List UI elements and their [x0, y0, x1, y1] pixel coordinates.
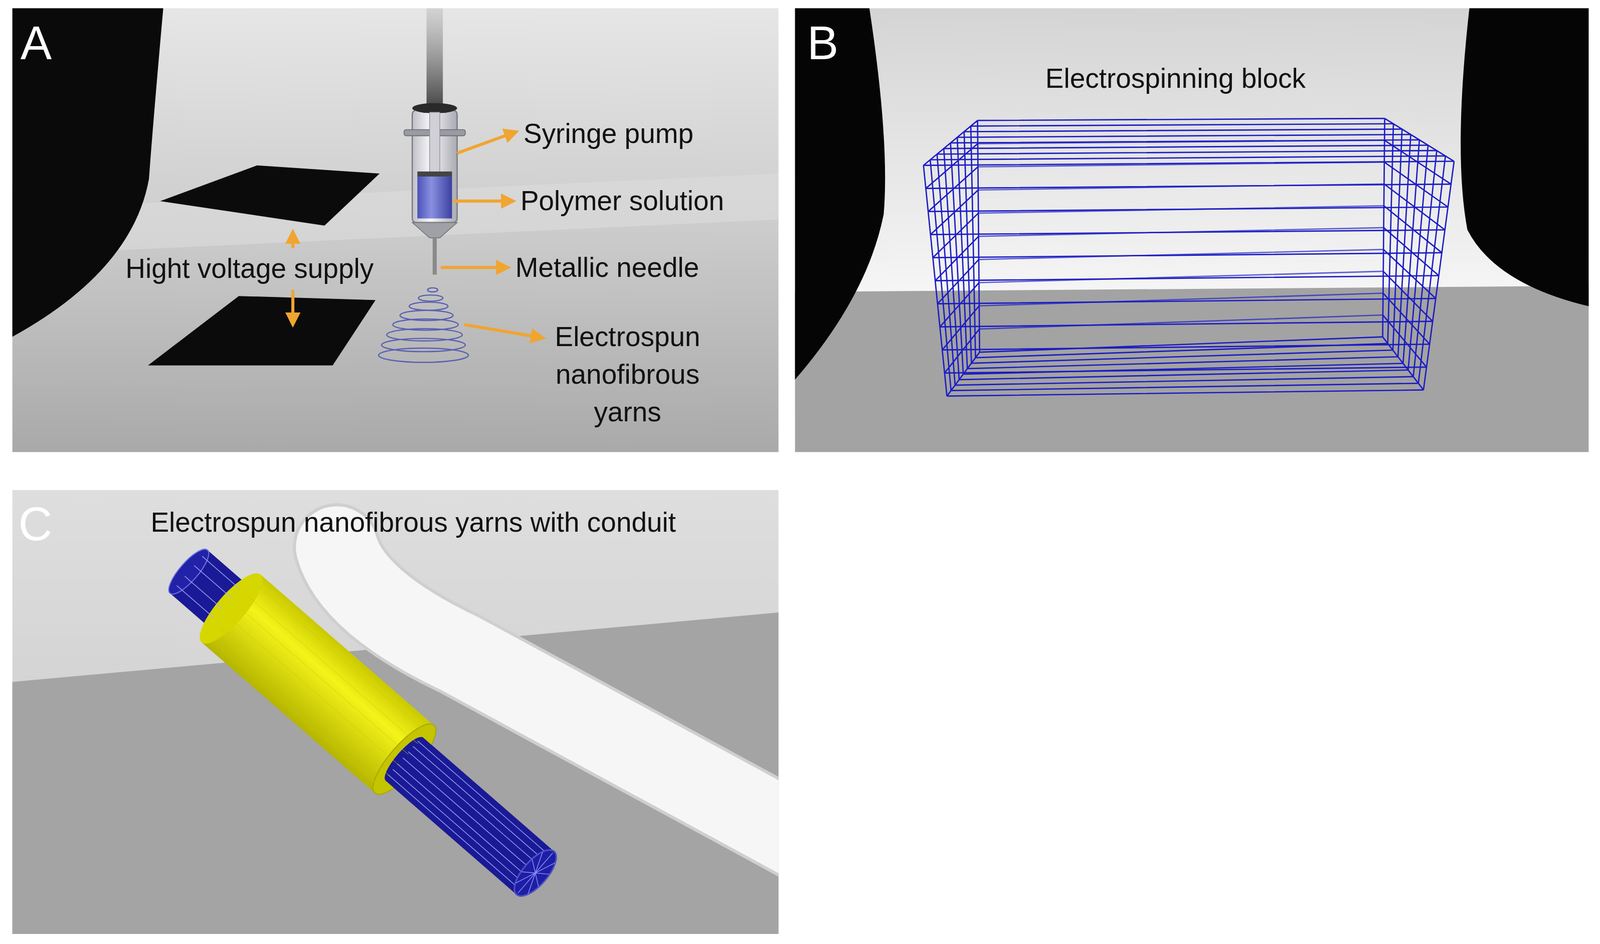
- backdrop: [12, 489, 779, 934]
- panel-title: Electrospinning block: [1045, 62, 1306, 97]
- voltage-arrow: [291, 231, 295, 249]
- figure-panel: B Electrospinning block: [794, 8, 1589, 452]
- rod-shadow: [426, 8, 444, 108]
- fiber-spiral: [378, 287, 469, 363]
- figure-panel: C Electrospun nanofibrous yarns with cond…: [12, 489, 779, 934]
- bundle-end: [162, 544, 215, 600]
- panel-b-art: [794, 8, 1589, 452]
- leader-arrow: [440, 265, 508, 269]
- panel-letter: A: [20, 14, 52, 73]
- background-tube: [336, 547, 779, 847]
- conduit-assembly: [152, 531, 575, 915]
- fiber-block: [923, 118, 1455, 397]
- yarn-lines: [173, 554, 551, 890]
- panel-letter: B: [807, 14, 839, 73]
- black-wall: [1460, 8, 1589, 306]
- black-wall: [794, 8, 885, 380]
- panel-c-art: [12, 489, 779, 934]
- syringe-tip: [412, 222, 458, 239]
- metallic-needle: [432, 237, 437, 275]
- panel-letter: C: [18, 494, 53, 554]
- floor: [794, 285, 1589, 453]
- plunger-seal: [417, 171, 452, 177]
- right-face-grid: [1382, 118, 1455, 390]
- bundle-face-lines: [509, 845, 562, 901]
- callout-label: Syringe pump: [523, 116, 694, 151]
- plunger-rod: [429, 112, 440, 174]
- panel-a-art: [12, 8, 779, 452]
- conduit-lines: [211, 585, 428, 787]
- yarn-bundle: [169, 550, 555, 895]
- electrode-plate: [160, 165, 381, 226]
- callout-label: Hight voltage supply: [125, 251, 374, 286]
- leader-arrow: [464, 324, 544, 338]
- electrode-plate: [147, 295, 376, 366]
- panel-title: Electrospun nanofibrous yarns with condu…: [150, 505, 676, 541]
- left-face-grid: [923, 120, 980, 396]
- callout-label: Electrospun nanofibrous yarns: [525, 318, 730, 432]
- bundle-face: [507, 842, 564, 903]
- plunger-head: [412, 103, 458, 114]
- callout-label: Polymer solution: [520, 183, 725, 219]
- leader-arrow: [457, 131, 517, 154]
- callout-label: Metallic needle: [515, 250, 700, 285]
- leader-arrow: [453, 199, 514, 203]
- voltage-arrow: [291, 289, 295, 325]
- syringe-barrel: [412, 110, 458, 223]
- black-wall: [12, 8, 163, 337]
- fiber-lines-back: [977, 140, 1385, 329]
- leader-arrows: [292, 131, 544, 338]
- background-tube-edge: [336, 547, 779, 847]
- backdrop: [794, 8, 1589, 452]
- backdrop: [12, 8, 779, 452]
- polymer-solution: [417, 176, 452, 219]
